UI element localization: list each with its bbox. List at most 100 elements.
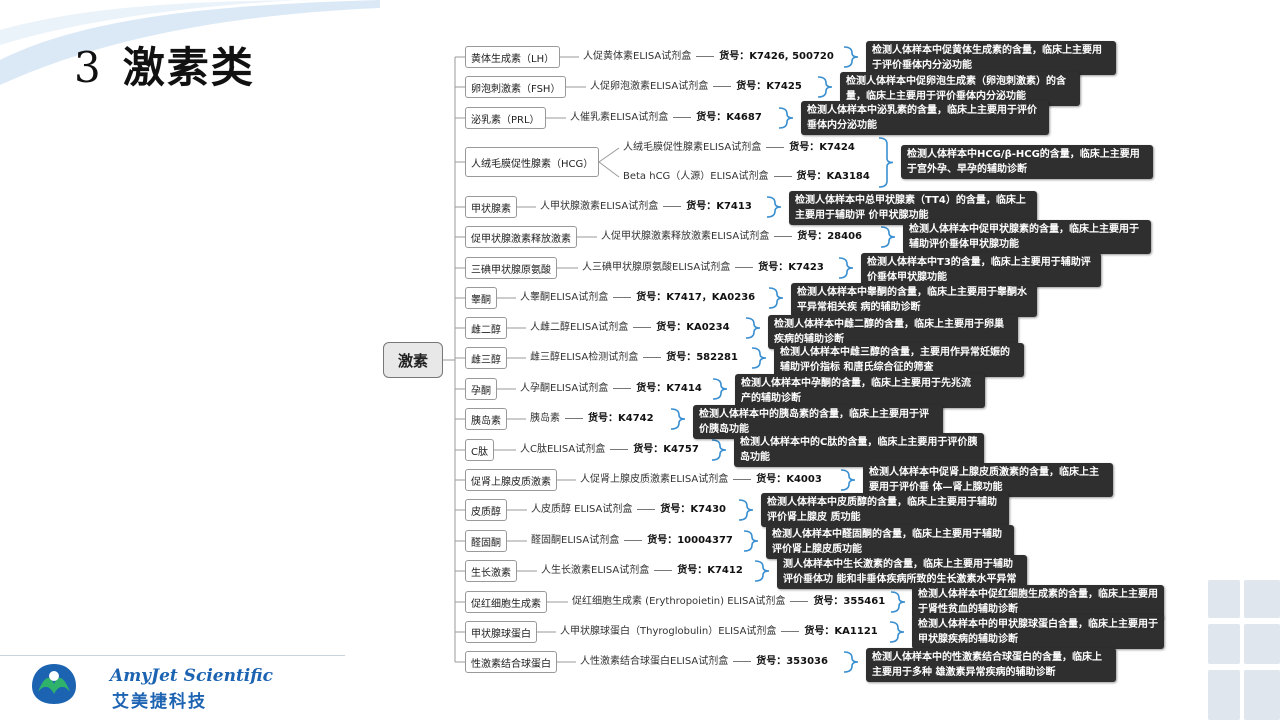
branch-node[interactable]: 甲状腺素 — [465, 196, 517, 218]
kit-dash — [663, 205, 682, 207]
description-box: 检测人体样本中促卵泡生成素（卵泡刺激素）的含量，临床上主要用于评价垂体内分泌功能 — [840, 72, 1080, 106]
kit-connector — [598, 147, 620, 163]
description-box: 检测人体样本中HCG/β-HCG的含量，临床上主要用于宫外孕、早孕的辅助诊断 — [901, 145, 1153, 179]
description-box: 检测人体样本中的甲状腺球蛋白含量，临床上主要用于甲状腺疾病的辅助诊断 — [912, 615, 1164, 649]
kit-item[interactable]: 促红细胞生成素 (Erythropoietin) ELISA试剂盒货号：3554… — [572, 595, 885, 609]
description-brace — [778, 107, 794, 129]
kit-item[interactable]: 人促黄体素ELISA试剂盒货号：K7426, 500720 — [583, 50, 834, 64]
kit-item[interactable]: 人催乳素ELISA试剂盒货号：K4687 — [570, 111, 762, 125]
branch-node[interactable]: 人绒毛膜促性腺素（HCG） — [465, 147, 600, 177]
description-box: 检测人体样本中醛固酮的含量，临床上主要用于辅助评价肾上腺皮质功能 — [766, 525, 1014, 559]
kit-dash — [613, 387, 632, 389]
kit-dash — [633, 326, 652, 328]
description-box: 检测人体样本中T3的含量，临床上主要用于辅助评价垂体甲状腺功能 — [861, 253, 1101, 287]
kit-name: 人孕酮ELISA试剂盒 — [520, 383, 609, 394]
branch-node[interactable]: 孕酮 — [465, 378, 497, 400]
logo-chinese-name: 艾美捷科技 — [112, 692, 207, 712]
kit-name: 人催乳素ELISA试剂盒 — [570, 112, 669, 123]
branch-node[interactable]: 醛固酮 — [465, 530, 507, 552]
catalog-number: 货号：KA0234 — [656, 322, 730, 333]
kit-item[interactable]: 人C肽ELISA试剂盒货号：K4757 — [520, 443, 699, 457]
title-number: 3 — [74, 43, 103, 92]
catalog-number: 货号：K4003 — [756, 474, 822, 485]
kit-item[interactable]: 人孕酮ELISA试剂盒 货号：K7414 — [520, 382, 702, 396]
kit-item[interactable]: 人甲状腺激素ELISA试剂盒货号：K7413 — [540, 200, 752, 214]
catalog-number: 货号：355461 — [813, 596, 886, 607]
description-brace — [889, 621, 905, 643]
description-box: 检测人体样本中促肾上腺皮质激素的含量，临床上主要用于评价垂 体—肾上腺功能 — [863, 463, 1113, 497]
catalog-number: 货号：K7425 — [736, 81, 802, 92]
catalog-number: 货号：K7423 — [758, 262, 824, 273]
branch-node[interactable]: 促肾上腺皮质激素 — [465, 469, 557, 491]
kit-connector — [598, 161, 620, 178]
kit-name: 人促甲状腺激素释放激素ELISA试剂盒 — [601, 231, 770, 242]
branch-node[interactable]: C肽 — [465, 439, 494, 461]
kit-item[interactable]: 人皮质醇 ELISA试剂盒货号：K7430 — [531, 503, 726, 517]
logo-mark-icon — [32, 664, 76, 704]
kit-item[interactable]: 人生长激素ELISA试剂盒货号：K7412 — [541, 564, 743, 578]
kit-name: 人促肾上腺皮质激素ELISA试剂盒 — [580, 474, 729, 485]
kit-item[interactable]: 人睾酮ELISA试剂盒货号：K7417，KA0236 — [520, 291, 755, 305]
company-logo: AmyJet Scientific 艾美捷科技 — [30, 660, 273, 712]
description-brace — [817, 76, 833, 98]
kit-item[interactable]: 醛固酮ELISA试剂盒货号：10004377 — [531, 534, 733, 548]
description-brace — [766, 196, 782, 218]
kit-item[interactable]: Beta hCG（人源）ELISA试剂盒货号：KA3184 — [623, 170, 870, 184]
branch-node[interactable]: 泌乳素（PRL） — [465, 107, 546, 129]
kit-item[interactable]: 人促肾上腺皮质激素ELISA试剂盒 货号：K4003 — [580, 473, 822, 487]
branch-node[interactable]: 睾酮 — [465, 287, 497, 309]
footer-divider — [0, 655, 345, 656]
kit-dash — [774, 235, 793, 237]
kit-dash — [733, 478, 752, 480]
description-box: 检测人体样本中孕酮的含量，临床上主要用于先兆流产的辅助诊断 — [735, 374, 985, 408]
kit-item[interactable]: 人促甲状腺激素释放激素ELISA试剂盒 货号：28406 — [601, 230, 862, 244]
logo-english-name: AmyJet Scientific — [110, 666, 273, 686]
catalog-number: 货号：K4757 — [633, 444, 699, 455]
kit-dash — [790, 600, 809, 602]
branch-node[interactable]: 卵泡刺激素（FSH） — [465, 76, 567, 98]
catalog-number: 货号：K4742 — [588, 413, 654, 424]
catalog-number: 货号：K7414 — [636, 383, 702, 394]
branch-node[interactable]: 促红细胞生成素 — [465, 591, 547, 613]
branch-node[interactable]: 甲状腺球蛋白 — [465, 621, 537, 643]
catalog-number: 货号：K7426, 500720 — [719, 51, 834, 62]
description-box: 检测人体样本中泌乳素的含量，临床上主要用于评价垂体内分泌功能 — [801, 101, 1049, 135]
catalog-number: 货号：KA1121 — [804, 626, 878, 637]
catalog-number: 货号：K7412 — [677, 565, 743, 576]
branch-node[interactable]: 雌二醇 — [465, 317, 507, 339]
description-box: 检测人体样本中的性激素结合球蛋白的含量，临床上主要用于多种 雄激素异常疾病的辅助… — [866, 648, 1116, 682]
kit-name: 人雌二醇ELISA试剂盒 — [530, 322, 629, 333]
kit-item[interactable]: 雌三醇ELISA检测试剂盒货号：582281 — [530, 351, 738, 365]
kit-item[interactable]: 人性激素结合球蛋白ELISA试剂盒货号：353036 — [580, 655, 828, 669]
description-box: 检测人体样本中的C肽的含量，临床上主要用于评价胰岛功能 — [734, 433, 984, 467]
description-box: 检测人体样本中睾酮的含量，临床上主要用于睾酮水平异常相关疾 病的辅助诊断 — [791, 283, 1037, 317]
kit-name: 雌三醇ELISA检测试剂盒 — [530, 352, 639, 363]
branch-node[interactable]: 皮质醇 — [465, 499, 507, 521]
kit-item[interactable]: 人绒毛膜促性腺素ELISA试剂盒货号：K7424 — [623, 141, 855, 155]
branch-node[interactable]: 三碘甲状腺原氨酸 — [465, 257, 557, 279]
branch-node[interactable]: 黄体生成素（LH） — [465, 46, 561, 68]
mindmap-root-node[interactable]: 激素 — [383, 342, 443, 378]
kit-item[interactable]: 人促卵泡激素ELISA试剂盒货号：K7425 — [590, 80, 802, 94]
branch-node[interactable]: 胰岛素 — [465, 408, 507, 430]
kit-dash — [713, 85, 732, 87]
kit-item[interactable]: 胰岛素货号：K4742 — [530, 412, 654, 426]
kit-item[interactable]: 人三碘甲状腺原氨酸ELISA试剂盒货号：K7423 — [582, 261, 824, 275]
description-brace — [840, 469, 856, 491]
branch-node[interactable]: 雌三醇 — [465, 347, 507, 369]
kit-item[interactable]: 人甲状腺球蛋白（Thyroglobulin）ELISA试剂盒货号：KA1121 — [560, 625, 878, 639]
branch-node[interactable]: 促甲状腺激素释放激素 — [465, 226, 577, 248]
branch-node[interactable]: 生长激素 — [465, 560, 517, 582]
kit-item[interactable]: 人雌二醇ELISA试剂盒 货号：KA0234 — [530, 321, 730, 335]
branch-node[interactable]: 性激素结合球蛋白 — [465, 651, 557, 673]
kit-dash — [643, 356, 662, 358]
description-brace — [743, 530, 759, 552]
kit-dash — [781, 630, 800, 632]
catalog-number: 货号：K7417，KA0236 — [636, 292, 756, 303]
description-brace — [670, 408, 686, 430]
catalog-number: 货号：K7413 — [686, 201, 752, 212]
description-brace — [838, 257, 854, 279]
kit-dash — [637, 508, 656, 510]
catalog-number: 货号：28406 — [797, 231, 863, 242]
